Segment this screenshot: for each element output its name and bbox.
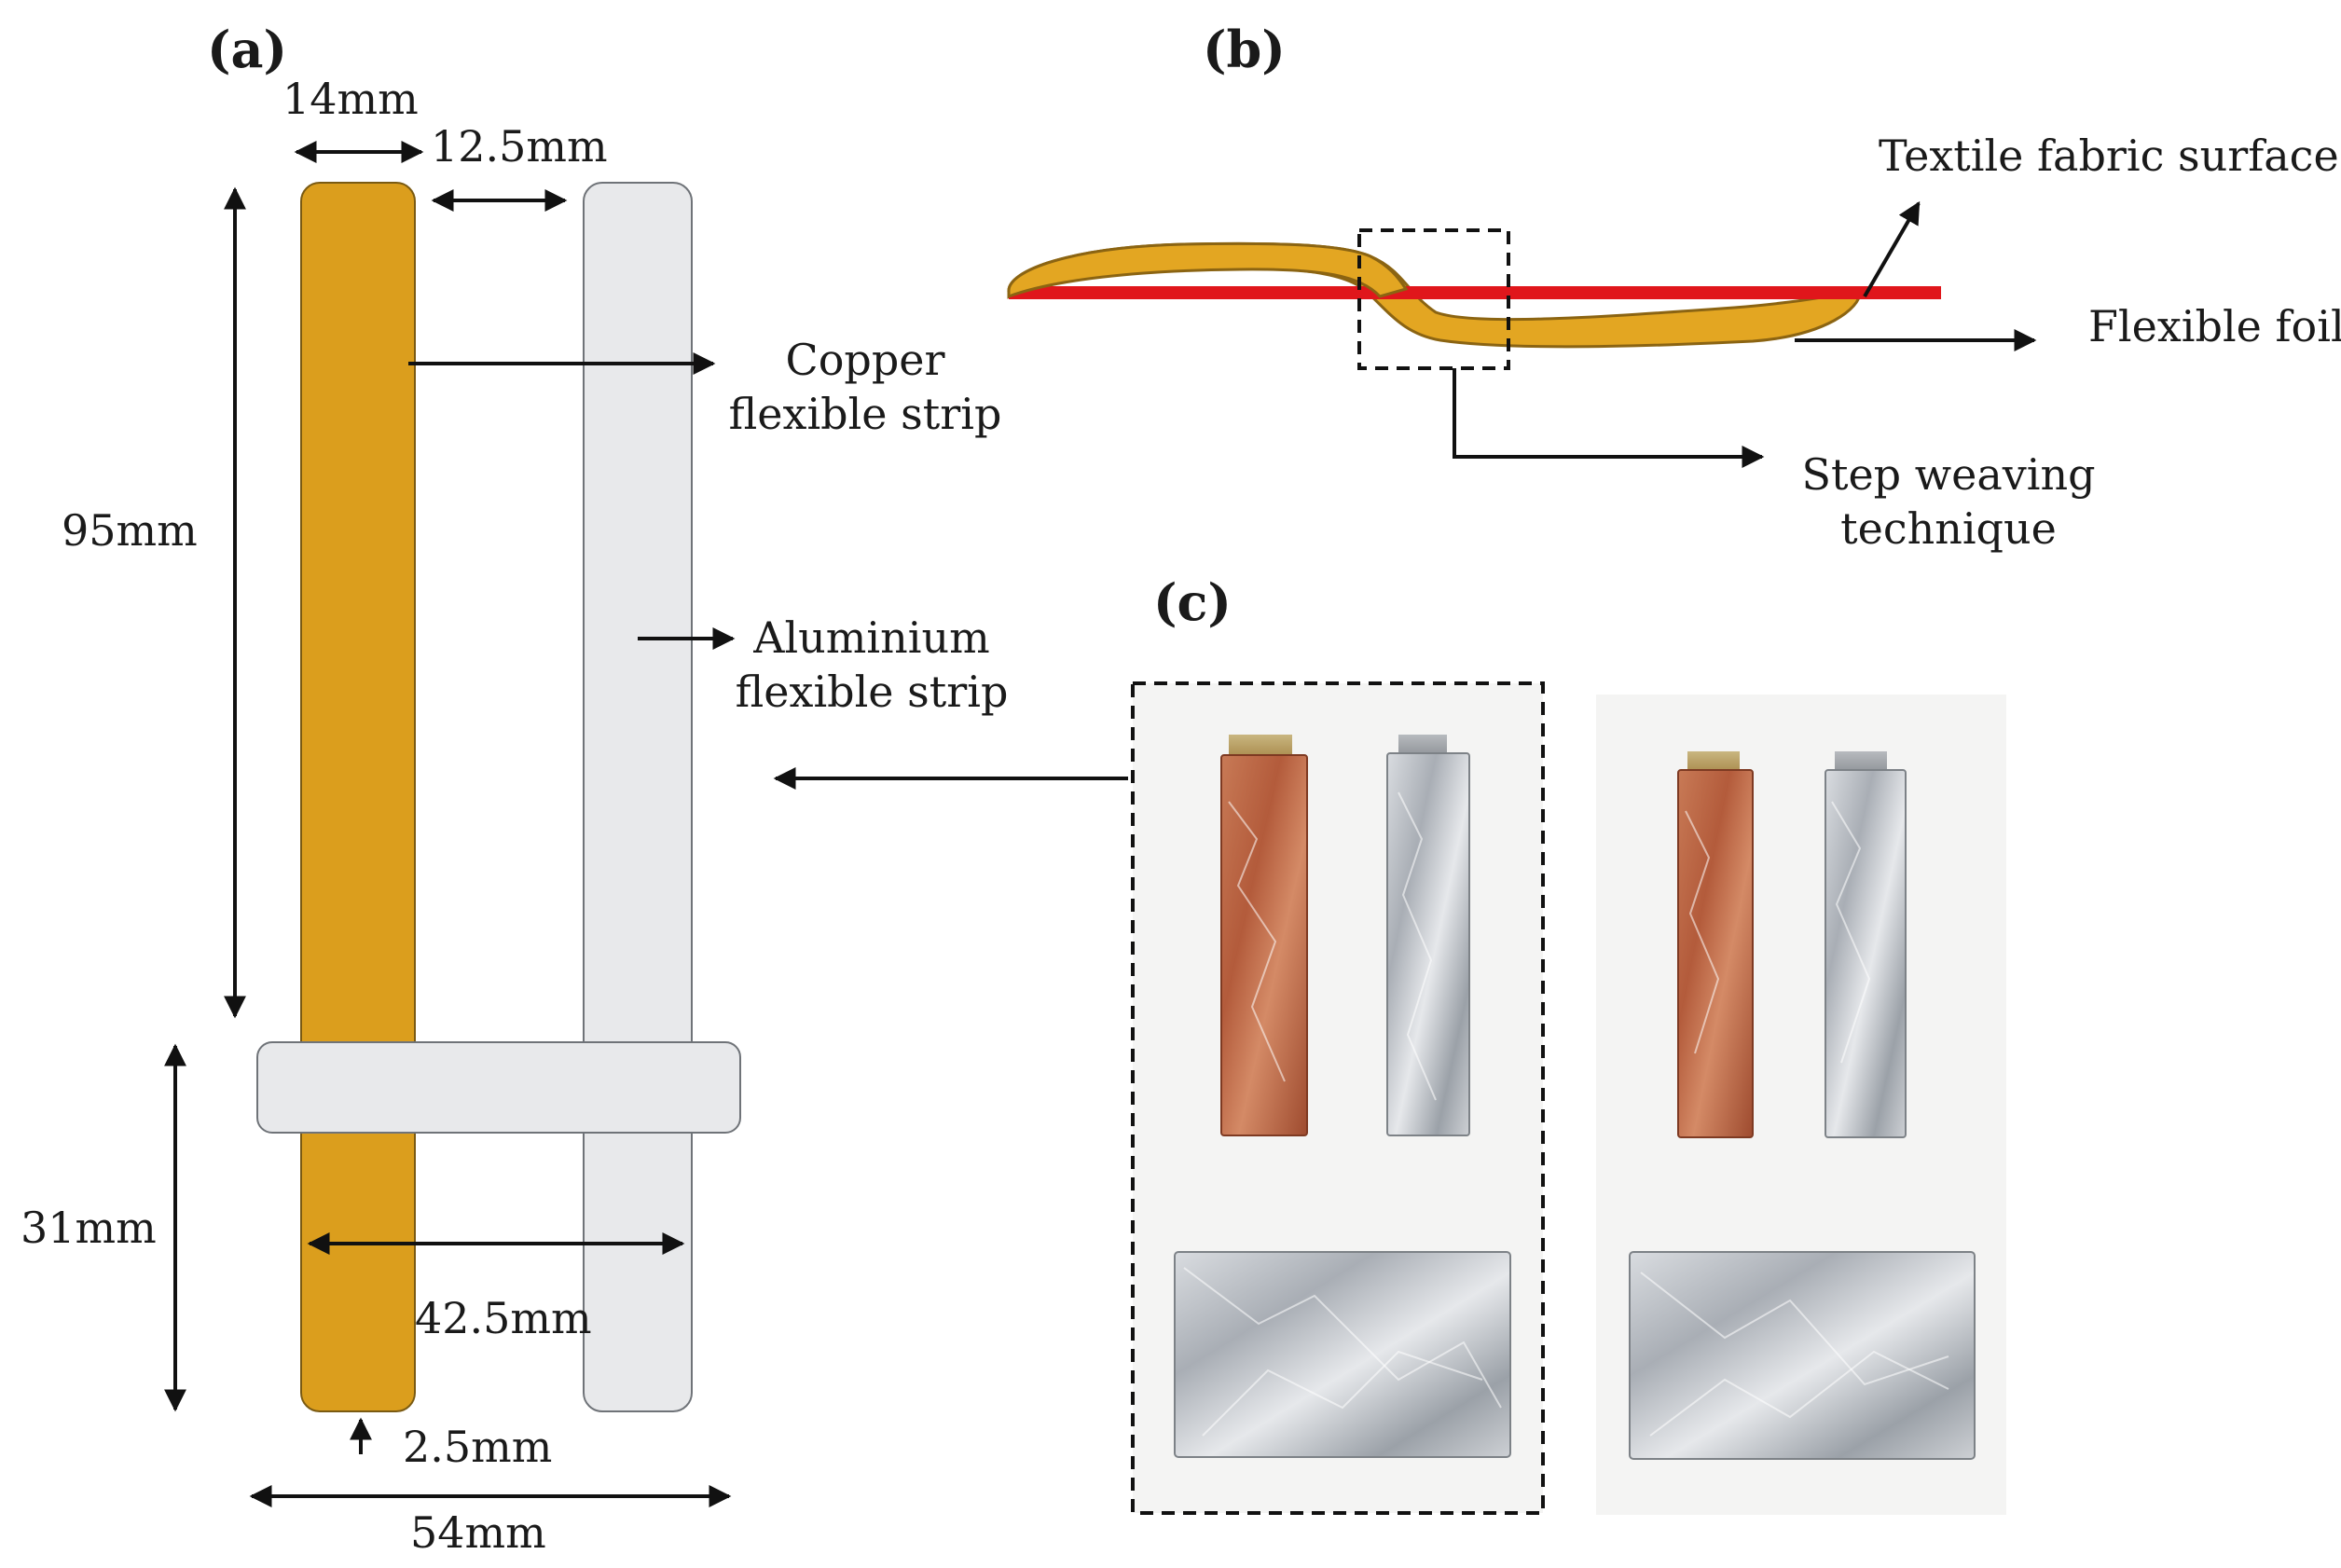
textile-label-arrow (1863, 200, 1921, 298)
foil-label: Flexible foil (2088, 301, 2341, 351)
photo-left-dashed-frame (1131, 681, 1545, 1515)
panel-c: (c) (1131, 572, 2006, 1515)
dim-length: 95mm (62, 505, 198, 556)
dim-total: 54mm (410, 1507, 546, 1558)
step-label-arrow (1453, 368, 1765, 468)
aluminium-crossbar (256, 1041, 741, 1134)
photo-left-aluminium-plate (1174, 1251, 1511, 1458)
panel-a-label: (a) (207, 20, 287, 79)
dim-width-copper: 14mm (282, 74, 419, 124)
aluminium-label-line2: flexible strip (736, 667, 1009, 717)
photo-left-copper-strip (1220, 754, 1308, 1136)
dim-center: 42.5mm (415, 1293, 592, 1343)
photo-right-aluminium-strip (1825, 769, 1907, 1138)
dim-bottom: 2.5mm (403, 1422, 552, 1472)
panel-b: (b) Textile fabric surface Flexible foil… (1007, 20, 2341, 554)
panel-b-label: (b) (1203, 20, 1286, 79)
textile-label: Textile fabric surface (1879, 131, 2339, 181)
copper-strip (300, 182, 416, 1412)
step-label-line2: technique (1840, 503, 2057, 554)
copper-label-line2: flexible strip (729, 389, 1002, 439)
step-weaving-box (1357, 228, 1510, 370)
dim-height: 31mm (21, 1203, 157, 1253)
aluminium-label-line1: Aluminium (752, 612, 989, 663)
panel-a: (a) 14mm 12.5mm 95mm 31mm 42.5mm 2.5mm 5… (21, 20, 1128, 1558)
dim-gap: 12.5mm (431, 121, 608, 172)
step-label-line1: Step weaving (1801, 449, 2095, 500)
aluminium-strip (583, 182, 693, 1412)
photo-left-aluminium-strip (1386, 752, 1470, 1136)
flexible-foil-front (1007, 241, 1409, 299)
photo-right-copper-strip (1677, 769, 1754, 1138)
photo-right-aluminium-plate (1629, 1251, 1976, 1460)
textile-fabric-line (1009, 286, 1941, 299)
copper-label-line1: Copper (786, 335, 945, 385)
panel-c-label: (c) (1153, 572, 1232, 632)
foil-crinkle-texture (1183, 791, 1949, 1437)
